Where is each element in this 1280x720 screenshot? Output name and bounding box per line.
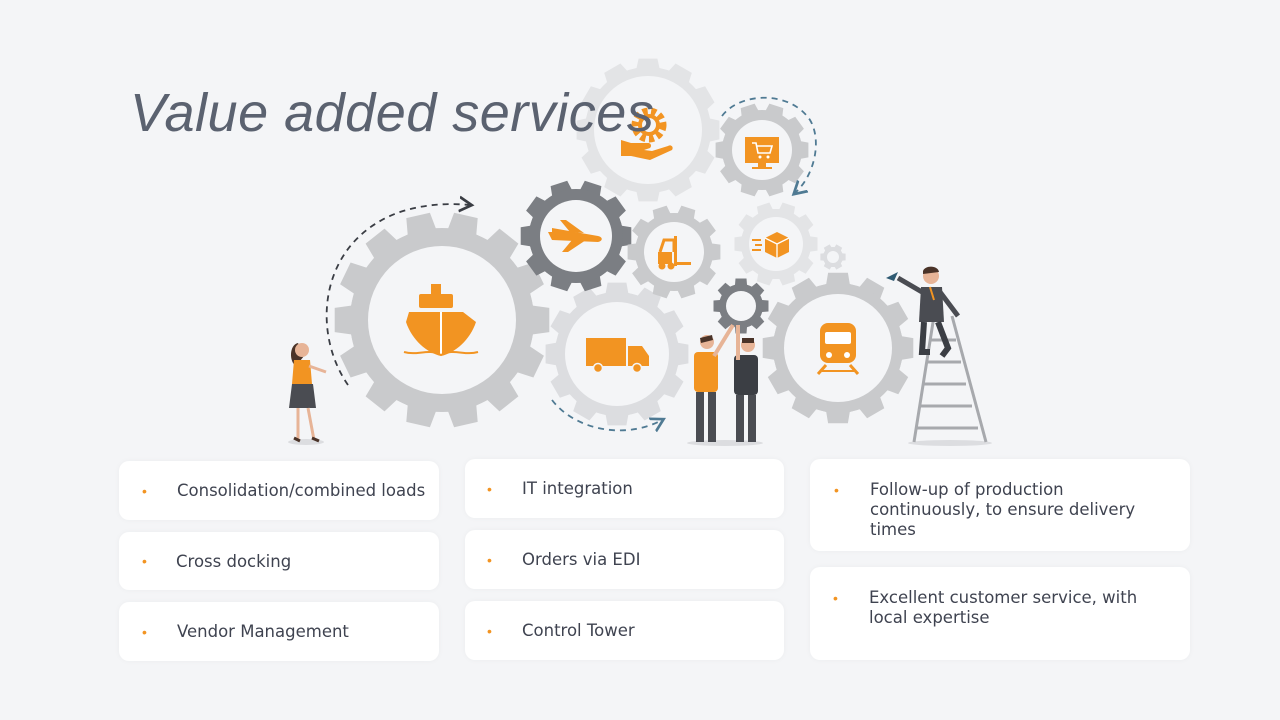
small-held-gear [713,278,769,334]
service-card-customer-service: • Excellent customer service, with local… [810,567,1190,660]
service-label: Cross docking [176,552,292,571]
bullet-icon: • [142,483,147,499]
service-label: IT integration [522,479,633,498]
service-card-cross-docking: • Cross docking [119,532,439,590]
bullet-icon: • [833,590,838,606]
box-icon [752,232,790,258]
gears-illustration [288,58,992,446]
service-card-orders-edi: • Orders via EDI [465,530,784,589]
service-gear-hub [594,76,702,184]
service-label: Excellent customer service, with local e… [869,588,1138,627]
service-card-consolidation: • Consolidation/combined loads [119,461,439,520]
bullet-icon: • [834,482,839,498]
woman-figure [288,343,327,445]
monitor-cart-icon [745,137,779,169]
tiny-gear [820,244,846,270]
page-title: Value added services [130,83,655,143]
tiny-gear-hub [827,251,839,263]
bullet-icon: • [487,481,492,497]
bullet-icon: • [142,553,147,569]
arrow-dark [325,204,470,386]
service-label: Consolidation/combined loads [177,481,426,500]
ship-icon [403,284,479,357]
service-label: Control Tower [522,621,635,640]
service-card-production-follow-up: • Follow-up of production continuously, … [810,459,1190,551]
service-card-it-integration: • IT integration [465,459,784,518]
service-card-control-tower: • Control Tower [465,601,784,660]
service-label: Orders via EDI [522,550,641,569]
gear-hand-icon [621,107,673,160]
plane-icon [548,220,602,252]
forklift-icon [658,236,691,270]
arrow-blue-top [721,96,817,193]
man-on-ladder [886,266,992,446]
service-label: Follow-up of production continuously, to… [870,480,1136,539]
men-figures [687,323,763,446]
service-label: Vendor Management [177,622,349,641]
bullet-icon: • [487,552,492,568]
train-icon [816,323,860,375]
truck-icon [586,338,649,374]
bullet-icon: • [487,623,492,639]
arrow-blue-bottom [551,399,662,430]
service-card-vendor-management: • Vendor Management [119,602,439,661]
bullet-icon: • [142,624,147,640]
small-held-gear-hub [726,291,756,321]
service-gear [576,58,720,202]
